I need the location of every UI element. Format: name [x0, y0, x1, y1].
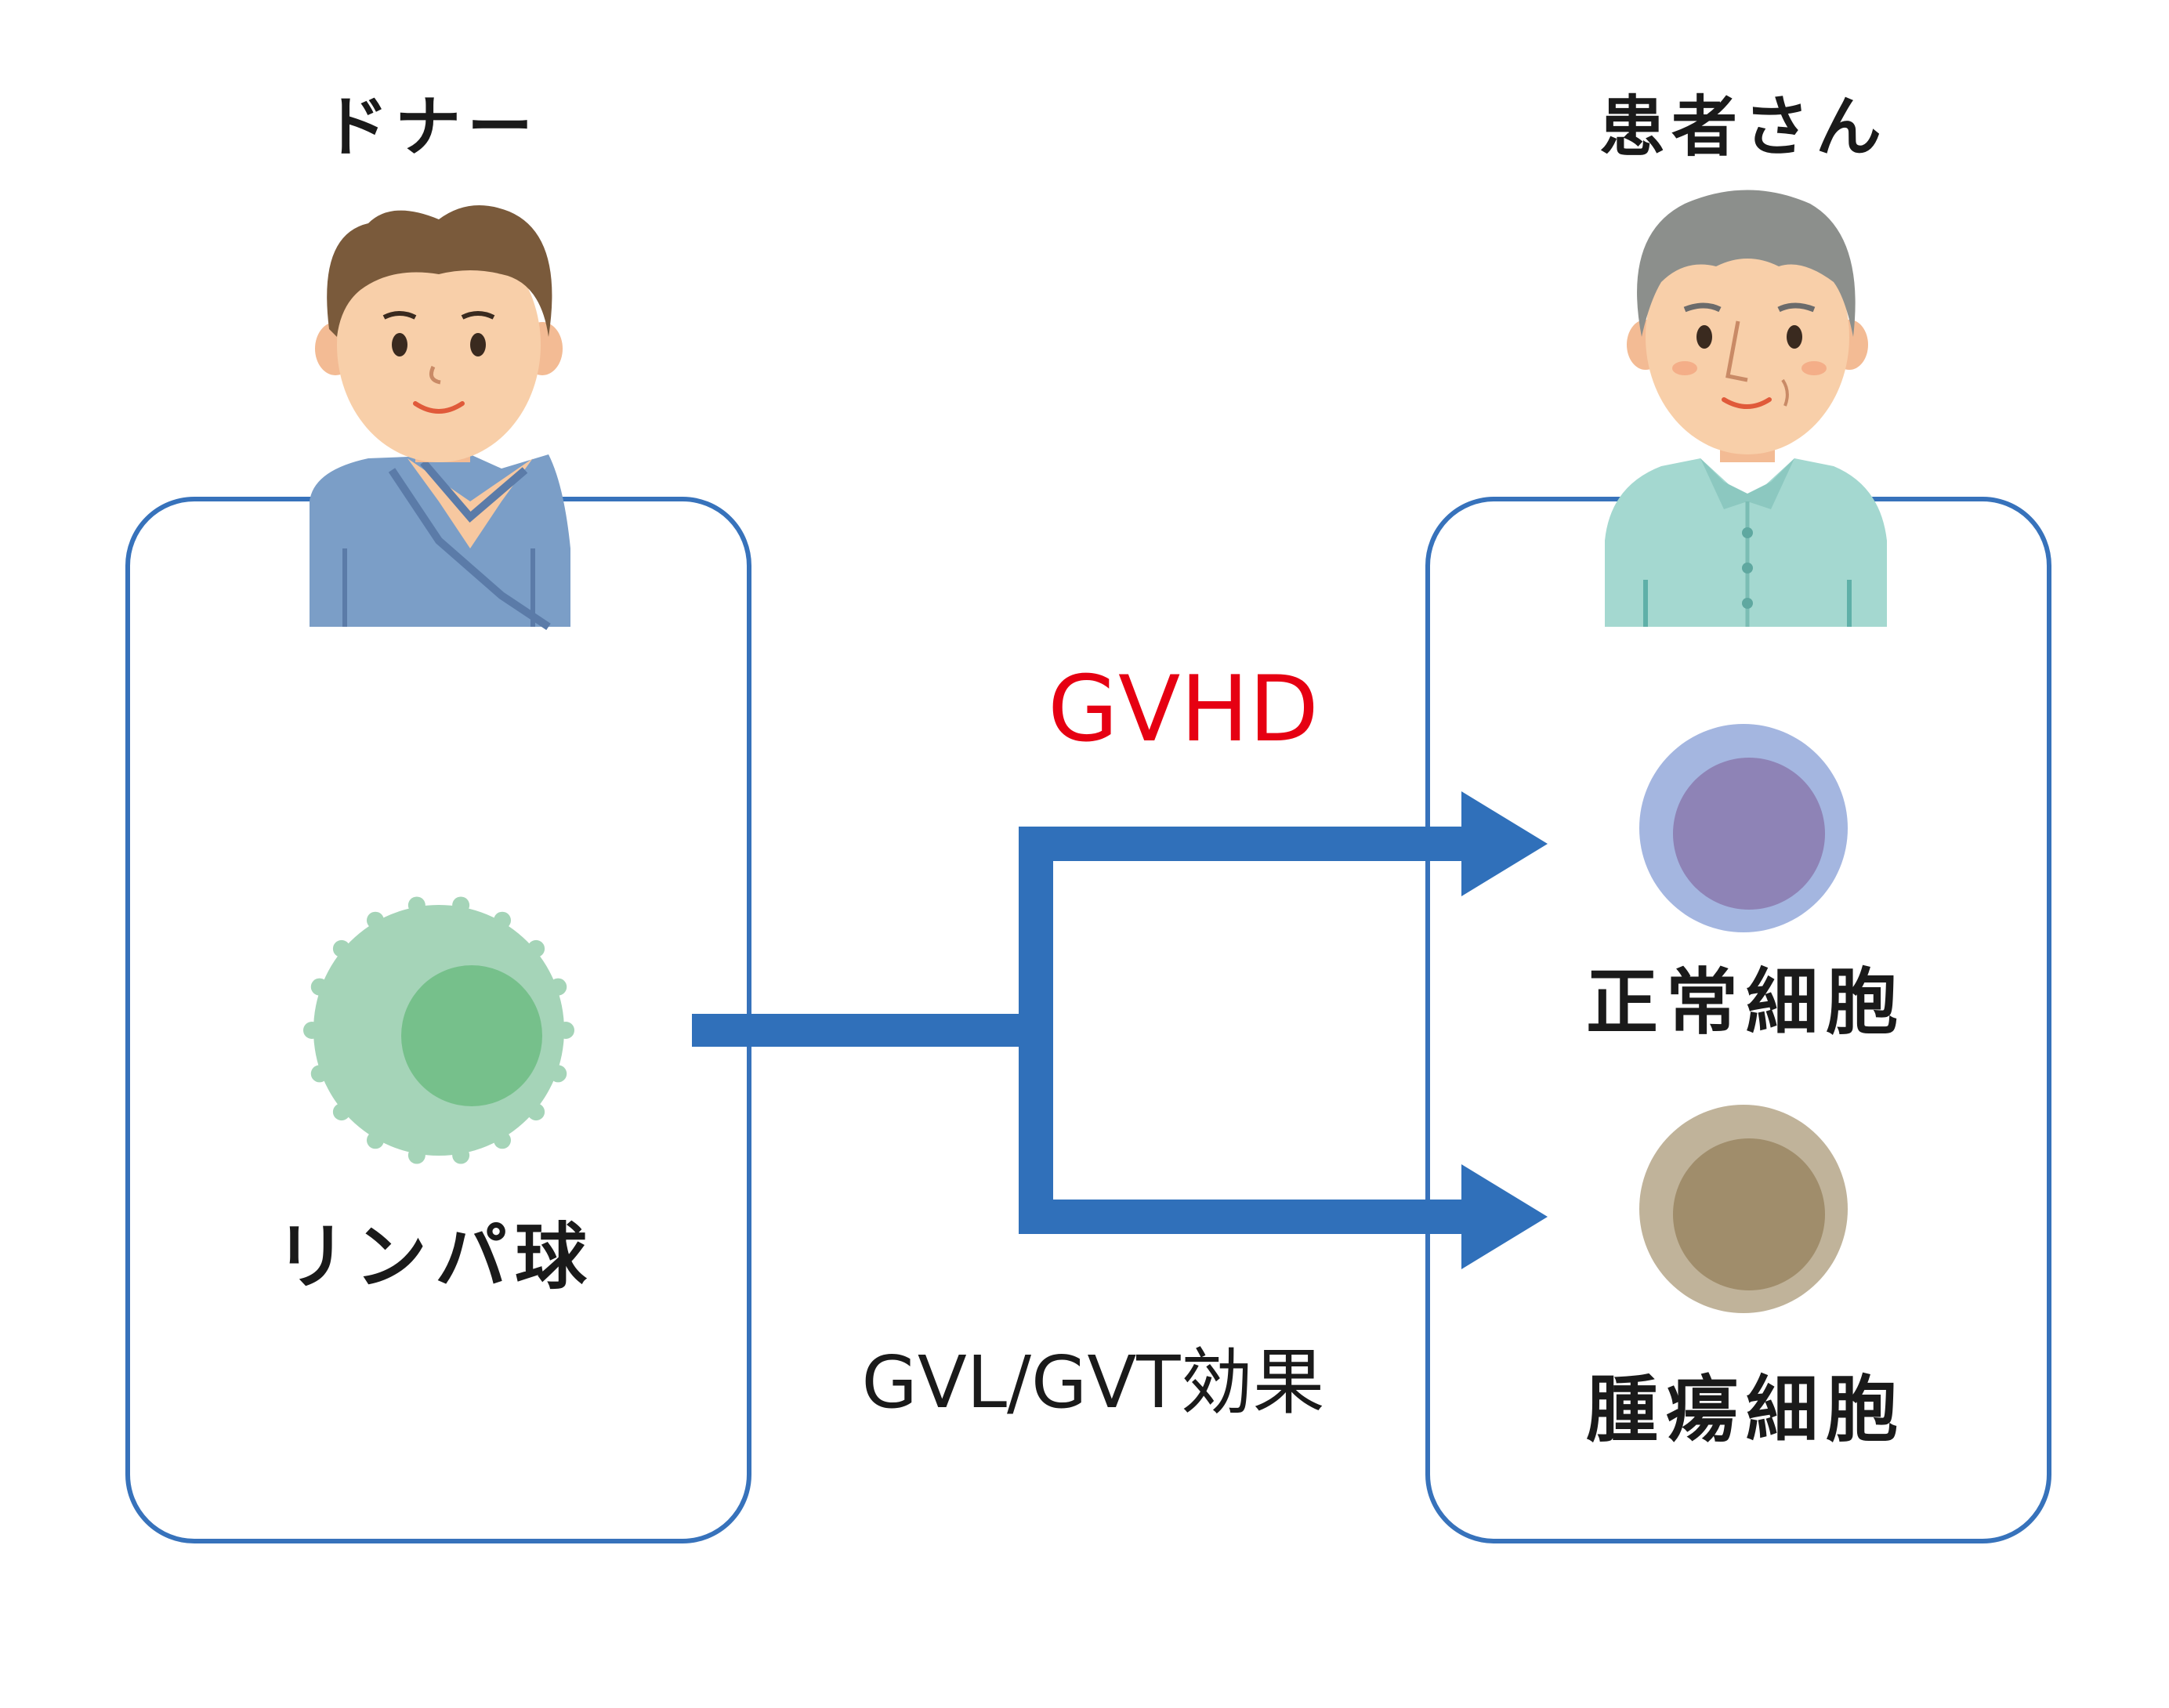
lymphocyte-bump: [303, 1022, 320, 1039]
lymphocyte-bump: [310, 1065, 328, 1083]
gvhd-label: GVHD: [1048, 657, 1319, 762]
lymphocyte-bump: [527, 939, 545, 957]
lymphocyte-bump: [332, 1103, 350, 1121]
patient-title: 患者さん: [1599, 89, 1888, 165]
arrow-top-shaft: [1019, 827, 1465, 861]
effect-arrows: [692, 791, 1548, 1269]
lymphocyte-bump: [310, 978, 328, 996]
tumor-cell: [1639, 1105, 1848, 1313]
lymphocyte-bump: [407, 1146, 425, 1164]
lymphocyte-bump: [527, 1103, 545, 1121]
arrow-stem: [692, 1014, 1023, 1047]
lymphocyte-cell: [303, 896, 574, 1164]
donor-avatar-icon: [310, 205, 570, 631]
lymphocyte-bump: [549, 978, 567, 996]
arrow-bottom-shaft: [1019, 1200, 1465, 1234]
patient-avatar-icon: [1605, 190, 1887, 627]
donor-title: ドナー: [322, 89, 540, 165]
lymphocyte-bump: [367, 1131, 384, 1149]
lymphocyte-bump: [557, 1022, 574, 1039]
lymphocyte-bump: [407, 896, 425, 914]
lymphocyte-bump: [452, 896, 470, 914]
arrow-vertical: [1019, 827, 1053, 1234]
lymphocyte-label: リンパ球: [274, 1215, 596, 1299]
lymphocyte-bump: [494, 1131, 511, 1149]
gvl-gvt-effect-label: GVL/GVT効果: [861, 1341, 1325, 1424]
tumor-cell-label: 腫瘍細胞: [1585, 1368, 1906, 1452]
normal-cell: [1639, 724, 1848, 932]
lymphocyte-bump: [367, 911, 384, 929]
arrow-top-head: [1461, 791, 1548, 896]
normal-cell-label: 正常細胞: [1585, 961, 1906, 1044]
lymphocyte-bump: [494, 911, 511, 929]
arrow-bottom-head: [1461, 1164, 1548, 1269]
lymphocyte-bump: [452, 1146, 470, 1164]
lymphocyte-bump: [332, 939, 350, 957]
lymphocyte-bump: [549, 1065, 567, 1083]
